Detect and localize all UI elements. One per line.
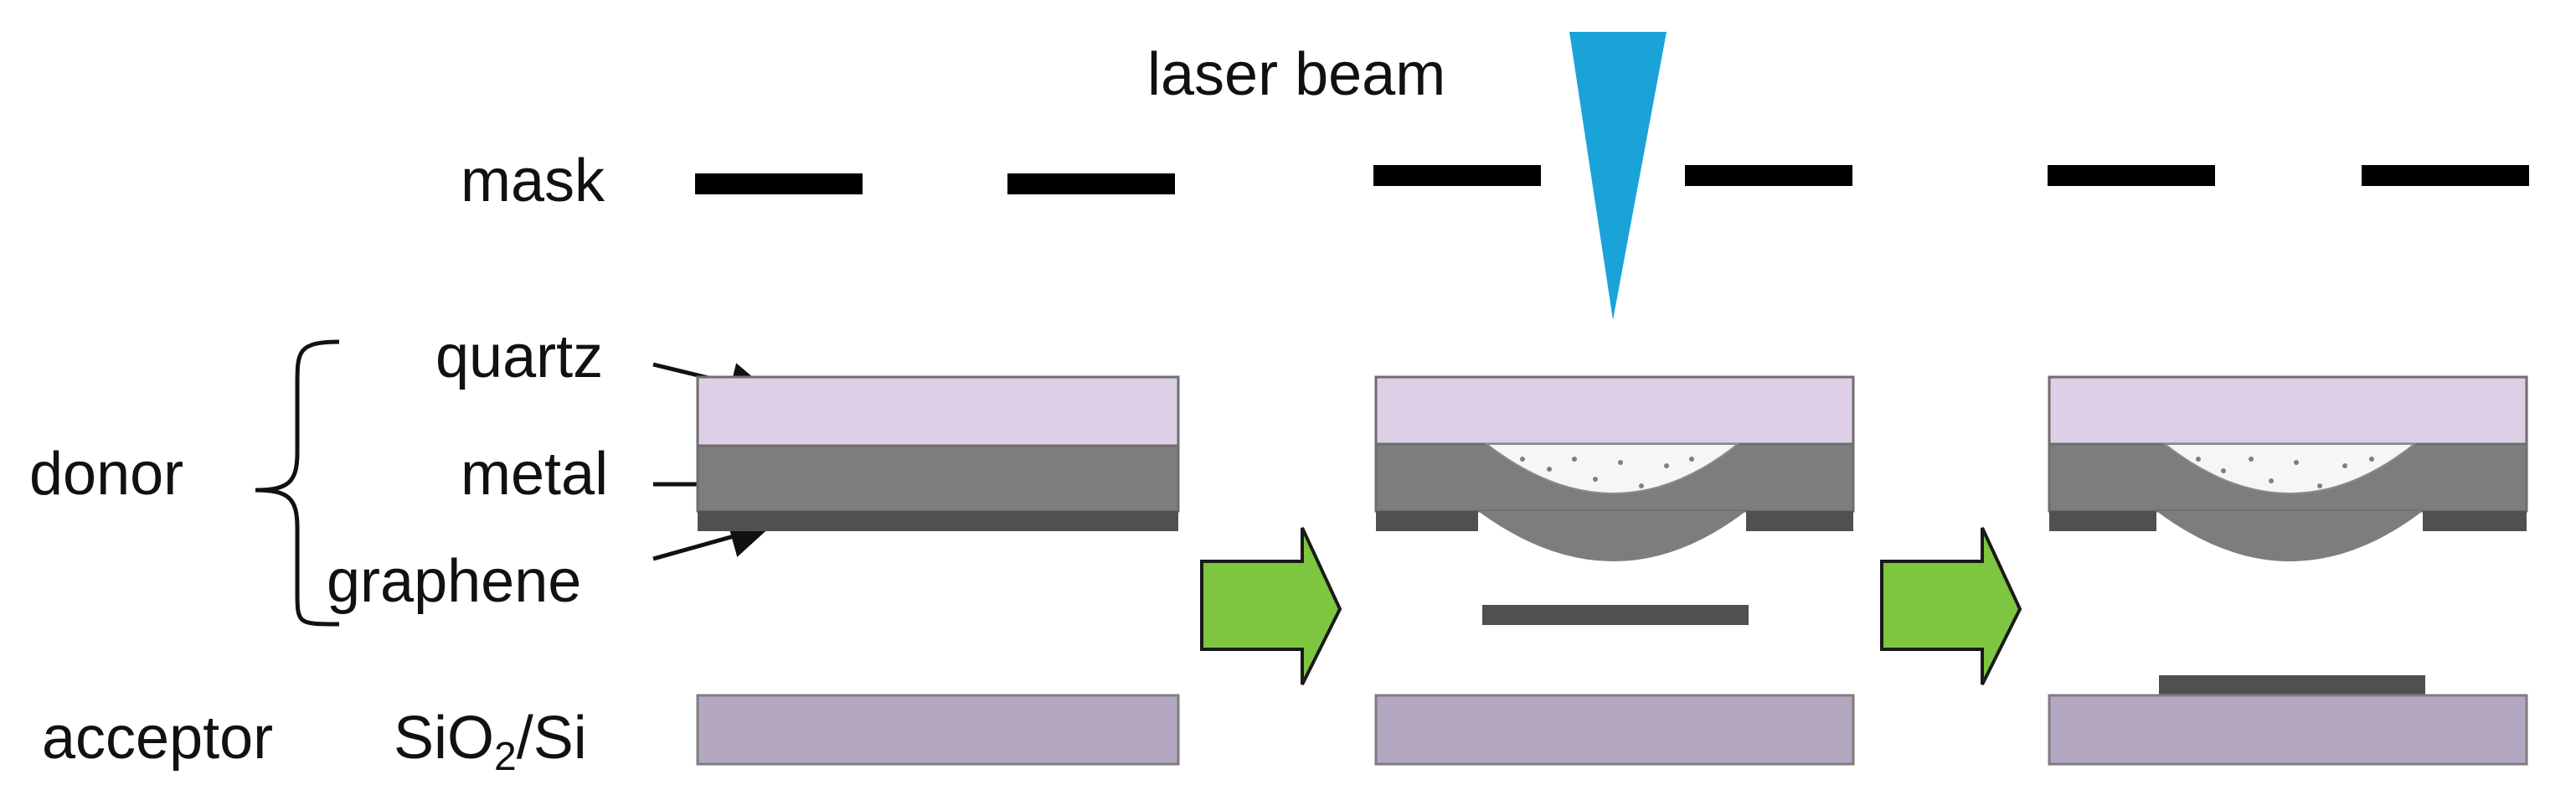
ejected-graphene-flake (1482, 605, 1749, 625)
transferred-graphene (2159, 675, 2425, 695)
laser-beam-icon (1569, 32, 1667, 320)
stage-after-transfer (2048, 165, 2529, 766)
mask-label: mask (461, 147, 605, 214)
cavity-particles (1520, 457, 1694, 502)
mask-segment (2362, 165, 2529, 186)
metal-blister (1478, 511, 1746, 561)
stage-laser-irradiation (1373, 32, 1855, 766)
quartz-layer (2048, 375, 2528, 446)
metal-blister (2156, 511, 2423, 561)
quartz-layer (1374, 375, 1855, 446)
quartz-label: quartz (435, 323, 603, 390)
acceptor-label: acceptor (42, 705, 273, 772)
graphene-layer (698, 511, 1178, 531)
cavity-icon (2162, 443, 2417, 494)
graphene-remnant (2423, 511, 2527, 531)
donor-label: donor (29, 441, 183, 508)
substrate-label-suffix: /Si (517, 705, 587, 772)
step-arrow (1200, 527, 1342, 685)
mask-segment (2048, 165, 2215, 186)
graphene-remnant (1746, 511, 1853, 531)
cavity-icon (1484, 443, 1740, 494)
graphene-label: graphene (327, 548, 581, 615)
metal-layer (696, 444, 1180, 513)
quartz-layer (696, 375, 1180, 447)
acceptor-substrate (2048, 694, 2528, 766)
donor-brace (255, 339, 340, 627)
graphene-remnant (2049, 511, 2156, 531)
acceptor-substrate (1374, 694, 1855, 766)
cavity-particles (2196, 457, 2374, 502)
stage-before-transfer (695, 173, 1180, 766)
laser-beam-label: laser beam (1147, 41, 1445, 108)
acceptor-substrate (696, 694, 1180, 766)
substrate-label-subscript: 2 (494, 735, 517, 779)
substrate-label-prefix: SiO (394, 705, 494, 772)
metal-label: metal (461, 441, 608, 508)
mask-segment (1007, 173, 1175, 194)
step-arrow (1880, 527, 2022, 685)
graphene-remnant (1376, 511, 1478, 531)
graphene-pointer-arrow (652, 516, 772, 561)
mask-segment (695, 173, 863, 194)
substrate-label: SiO2/Si (394, 705, 587, 779)
mask-segment (1685, 165, 1852, 186)
mask-segment (1373, 165, 1541, 186)
